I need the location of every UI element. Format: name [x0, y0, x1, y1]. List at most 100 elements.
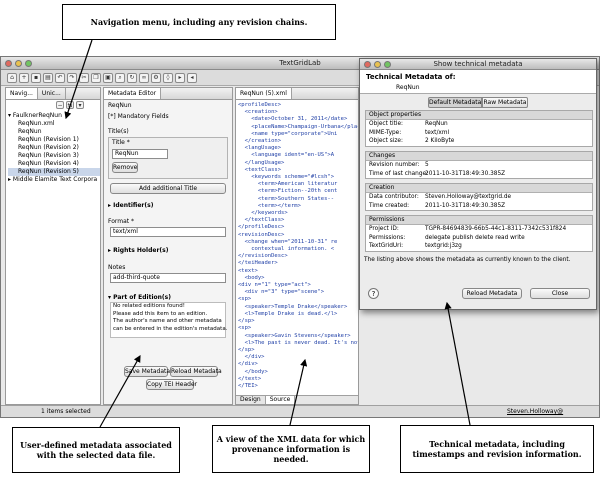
tree-item-revision-selected[interactable]: ReqNun (Revision 5): [8, 168, 100, 176]
window-controls: [5, 60, 32, 67]
xml-line: </text>: [238, 375, 262, 382]
metadata-key: Object title:: [369, 121, 404, 127]
reload-metadata-button[interactable]: Reload Metadata: [170, 366, 222, 377]
link-icon[interactable]: ∞: [139, 72, 149, 83]
xml-source-view[interactable]: <profileDesc> <creation> <date>October 3…: [238, 102, 358, 394]
tree-item-revision[interactable]: ReqNun (Revision 2): [8, 144, 100, 152]
forward-icon[interactable]: ▸: [175, 72, 185, 83]
callout-technical-metadata-text: Technical metadata, including timestamps…: [412, 439, 582, 459]
xml-line: </sp>: [238, 346, 255, 353]
copy-icon[interactable]: ❐: [91, 72, 101, 83]
rights-label: Rights Holder(s): [113, 247, 169, 254]
zoom-dialog-icon[interactable]: [384, 61, 391, 68]
print-icon[interactable]: ▤: [43, 72, 53, 83]
tab-raw-metadata[interactable]: Raw Metadata: [482, 97, 528, 108]
add-title-button[interactable]: Add additional Title: [110, 183, 226, 194]
dialog-titlebar: Show technical metadata: [360, 59, 596, 70]
metadata-key: TextGridUri:: [369, 243, 404, 249]
metadata-key: Time of last change:: [369, 170, 429, 177]
tree-item-project[interactable]: ▸ Middle Elamite Text Corpora: [8, 176, 98, 183]
tree-item[interactable]: ReqNun: [8, 128, 100, 136]
tree-item-label: ReqNun (Revision 2): [18, 144, 79, 151]
view-menu-icon[interactable]: ▾: [76, 101, 84, 109]
tab-design[interactable]: Design: [236, 396, 266, 404]
metadata-editor-tabs: Metadata Editor: [104, 88, 232, 100]
redo-icon[interactable]: ↷: [67, 72, 77, 83]
remove-title-button[interactable]: Remove: [112, 162, 138, 173]
xml-line: </revisionDesc>: [238, 253, 288, 260]
help-icon[interactable]: ?: [368, 288, 379, 299]
metadata-key: Time created:: [369, 202, 410, 209]
callout-navigation-text: Navigation menu, including any revision …: [90, 17, 308, 27]
zoom-window-icon[interactable]: [25, 60, 32, 67]
dialog-window-controls: [364, 61, 391, 68]
new-icon[interactable]: +: [19, 72, 29, 83]
tree-item-label: ReqNun (Revision 3): [18, 152, 79, 159]
refresh-icon[interactable]: ↻: [127, 72, 137, 83]
copy-tei-header-button[interactable]: Copy TEI Header: [146, 379, 198, 390]
xml-line: <date>October 31, 2011</date>: [238, 116, 348, 123]
close-dialog-icon[interactable]: [364, 61, 371, 68]
dialog-close-button[interactable]: Close: [530, 288, 590, 299]
format-input[interactable]: text/xml: [110, 227, 226, 237]
save-icon[interactable]: ▪: [31, 72, 41, 83]
undo-icon[interactable]: ↶: [55, 72, 65, 83]
save-metadata-button[interactable]: Save Metadata: [124, 366, 171, 377]
search-icon[interactable]: ⌕: [115, 72, 125, 83]
paste-icon[interactable]: ▣: [103, 72, 113, 83]
xml-line: </profileDesc>: [238, 224, 285, 231]
metadata-row: Time created:2011-10-31T18:49:30.385Z: [366, 202, 592, 211]
metadata-value: ReqNun: [425, 121, 448, 127]
tag-icon[interactable]: ◊: [163, 72, 173, 83]
dialog-reload-metadata-button[interactable]: Reload Metadata: [462, 288, 522, 299]
back-icon[interactable]: ◂: [187, 72, 197, 83]
edition-message-line: can be entered in the edition's metadata…: [113, 325, 228, 332]
settings-icon[interactable]: ⚙: [151, 72, 161, 83]
metadata-value: text/xml: [425, 129, 450, 136]
section-title: Creation: [366, 184, 592, 193]
tree-item-revision[interactable]: ReqNun (Revision 4): [8, 160, 100, 168]
tree-item-revision[interactable]: ReqNun (Revision 3): [8, 152, 100, 160]
xml-line: <profileDesc>: [238, 102, 282, 108]
identifiers-section[interactable]: ▸ Identifier(s): [108, 202, 154, 209]
technical-metadata-dialog: Show technical metadata Technical Metada…: [359, 58, 597, 310]
metadata-row: TextGridUri: textgrid:j3zg: [366, 242, 592, 251]
notes-input[interactable]: add-third-quote: [110, 273, 226, 283]
tab-xml-file[interactable]: ReqNun (5).xml: [236, 88, 292, 99]
home-icon[interactable]: ⌂: [7, 72, 17, 83]
window-title: TextGridLab: [279, 59, 321, 67]
part-of-edition-label: Part of Edition(s): [113, 294, 171, 301]
metadata-editor-panel: Metadata Editor ReqNun [*] Mandatory Fie…: [103, 87, 233, 405]
tab-metadata-editor[interactable]: Metadata Editor: [104, 88, 162, 99]
minimize-dialog-icon[interactable]: [374, 61, 381, 68]
xml-line: <keywords scheme="#lcsh">: [238, 174, 335, 181]
tab-unicode[interactable]: Unic...: [38, 88, 66, 99]
callout-navigation: Navigation menu, including any revision …: [62, 4, 336, 40]
tab-source[interactable]: Source: [265, 396, 296, 404]
xml-line: </body>: [238, 368, 268, 375]
status-bar: 1 items selected Steven.Holloway@: [1, 405, 599, 417]
tree-item-project[interactable]: ▾ FaulknerReqNun: [8, 112, 62, 119]
close-window-icon[interactable]: [5, 60, 12, 67]
tree-item-revision[interactable]: ReqNun (Revision 1): [8, 136, 100, 144]
metadata-row: Time of last change:2011-10-31T18:49:30.…: [366, 170, 592, 179]
collapse-icon[interactable]: −: [56, 101, 64, 109]
dialog-header: Technical Metadata of: ReqNun: [360, 70, 596, 94]
metadata-row: MIME-Type:text/xml: [366, 129, 592, 138]
tree-item-label: ReqNun (Revision 4): [18, 160, 79, 167]
tree-item[interactable]: ReqNun.xml: [8, 120, 100, 128]
part-of-edition-section[interactable]: ▾ Part of Edition(s): [108, 294, 171, 301]
rights-section[interactable]: ▸ Rights Holder(s): [108, 247, 169, 254]
tab-default-metadata[interactable]: Default Metadata: [428, 97, 482, 108]
callout-user-metadata-text: User-defined metadata associated with th…: [20, 440, 172, 460]
metadata-value: textgrid:j3zg: [425, 243, 462, 249]
selection-status: 1 items selected: [41, 408, 91, 415]
format-label: Format *: [108, 218, 135, 225]
tab-navigator[interactable]: Navig...: [6, 88, 38, 99]
user-link[interactable]: Steven.Holloway@: [507, 408, 564, 415]
xml-line: </sp>: [238, 318, 255, 325]
title-input[interactable]: ReqNun: [112, 149, 168, 159]
minimize-window-icon[interactable]: [15, 60, 22, 67]
xml-line: <speaker>Temple Drake</speaker>: [238, 303, 348, 310]
xml-line: <placeName>Champaign-Urbana</placeName>: [251, 123, 358, 130]
